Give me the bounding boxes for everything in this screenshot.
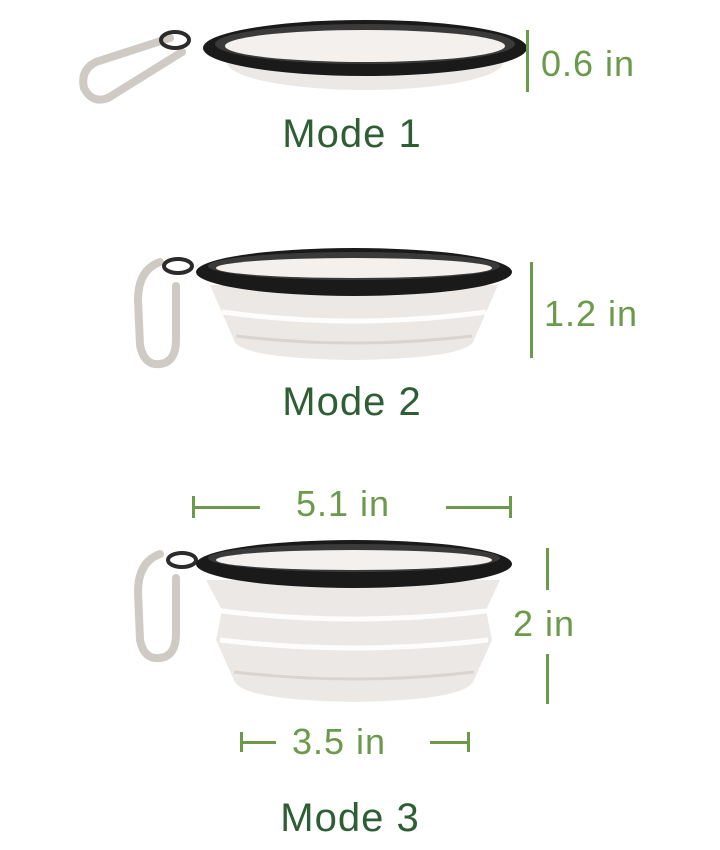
mode-2-bowl	[133, 248, 512, 369]
mode-2-height-bar	[530, 262, 533, 358]
mode-3-bowl	[133, 540, 512, 702]
mode-3-bottom-width-right-tick	[467, 732, 470, 752]
mode-2-label: Mode 2	[282, 380, 422, 424]
mode-1-carabiner	[79, 30, 191, 104]
mode-1-bowl	[79, 20, 527, 104]
mode-3-height-label: 2 in	[513, 603, 576, 644]
mode-1-height-bar	[526, 30, 529, 92]
mode-3-top-width-right-bar	[446, 506, 512, 509]
mode-3-top-width-right-tick	[509, 496, 512, 518]
mode-3-carabiner	[133, 550, 198, 663]
mode-3-height-bar-top	[546, 548, 549, 590]
mode-3-top-width-label: 5.1 in	[296, 483, 391, 524]
mode-3-bottom-width-label: 3.5 in	[292, 721, 387, 762]
mode-3-label: Mode 3	[280, 796, 420, 840]
mode-2-height-label: 1.2 in	[544, 293, 639, 334]
mode-3-height-bar-bottom	[546, 654, 549, 704]
mode-1-height-label: 0.6 in	[541, 43, 636, 84]
mode-1-label: Mode 1	[282, 112, 422, 156]
mode-3-top-width-left-bar	[192, 506, 260, 509]
mode-2-carabiner	[133, 257, 194, 369]
mode-3-bottom-width-right-bar	[430, 741, 470, 744]
mode-3-bottom-width-left-bar	[240, 741, 276, 744]
